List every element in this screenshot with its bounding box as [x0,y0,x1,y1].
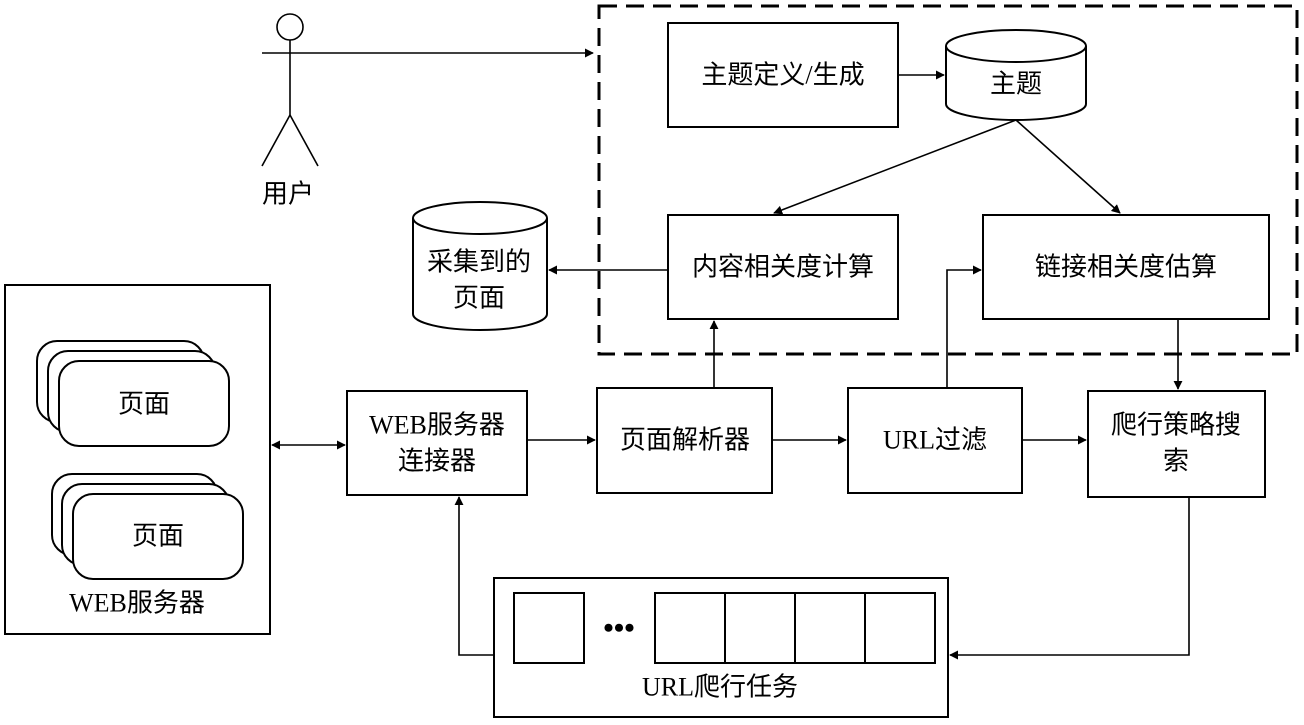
url-filter-label: URL过滤 [883,426,987,455]
topic-store [945,29,1087,121]
page-parser-box [596,387,773,494]
page-label-bottom: 页面 [132,522,184,551]
url-filter-box [847,387,1023,494]
topic-store-label: 主题 [990,70,1042,99]
queue-slot [794,592,866,664]
crawl-strategy-box [1087,390,1266,498]
queue-slot [513,592,585,664]
task-queue-title: URL爬行任务 [642,673,798,702]
page-label-top: 页面 [118,390,170,419]
page-parser-label: 页面解析器 [620,426,750,455]
content-relevance-box [667,214,899,320]
crawl-strategy-label-line1: 爬行策略搜 [1111,411,1241,440]
edge-filter-to-link [946,265,982,388]
collected-pages-label-line1: 采集到的 [427,248,531,277]
edge-topic-to-link [1015,119,1121,214]
link-relevance-box [982,214,1270,320]
queue-slot [724,592,796,664]
edge-strategy-to-queue [949,497,1190,660]
topic-definition-box [667,22,899,128]
link-relevance-label: 链接相关度估算 [1035,253,1217,282]
edge-queue-to-connector [454,496,494,656]
edge-topic-to-content [773,119,1017,215]
queue-slot [654,592,726,664]
crawl-strategy-label-line2: 索 [1163,447,1189,476]
page-stack-top [36,340,230,447]
user-actor [261,13,319,167]
collected-pages-store [412,201,548,331]
topic-module-boundary [597,4,1299,356]
content-relevance-label: 内容相关度计算 [692,253,874,282]
user-label: 用户 [262,180,314,209]
web-server-connector-box [346,390,528,496]
page-stack-bottom [51,473,244,580]
topic-definition-label: 主题定义/生成 [701,61,864,90]
web-server-container [4,284,271,635]
queue-ellipsis: ••• [603,612,635,645]
connector-label-line1: WEB服务器 [369,411,505,440]
collected-pages-label-line2: 页面 [453,284,505,313]
connector-label-line2: 连接器 [398,447,476,476]
web-server-title: WEB服务器 [69,589,205,618]
queue-slot [864,592,936,664]
